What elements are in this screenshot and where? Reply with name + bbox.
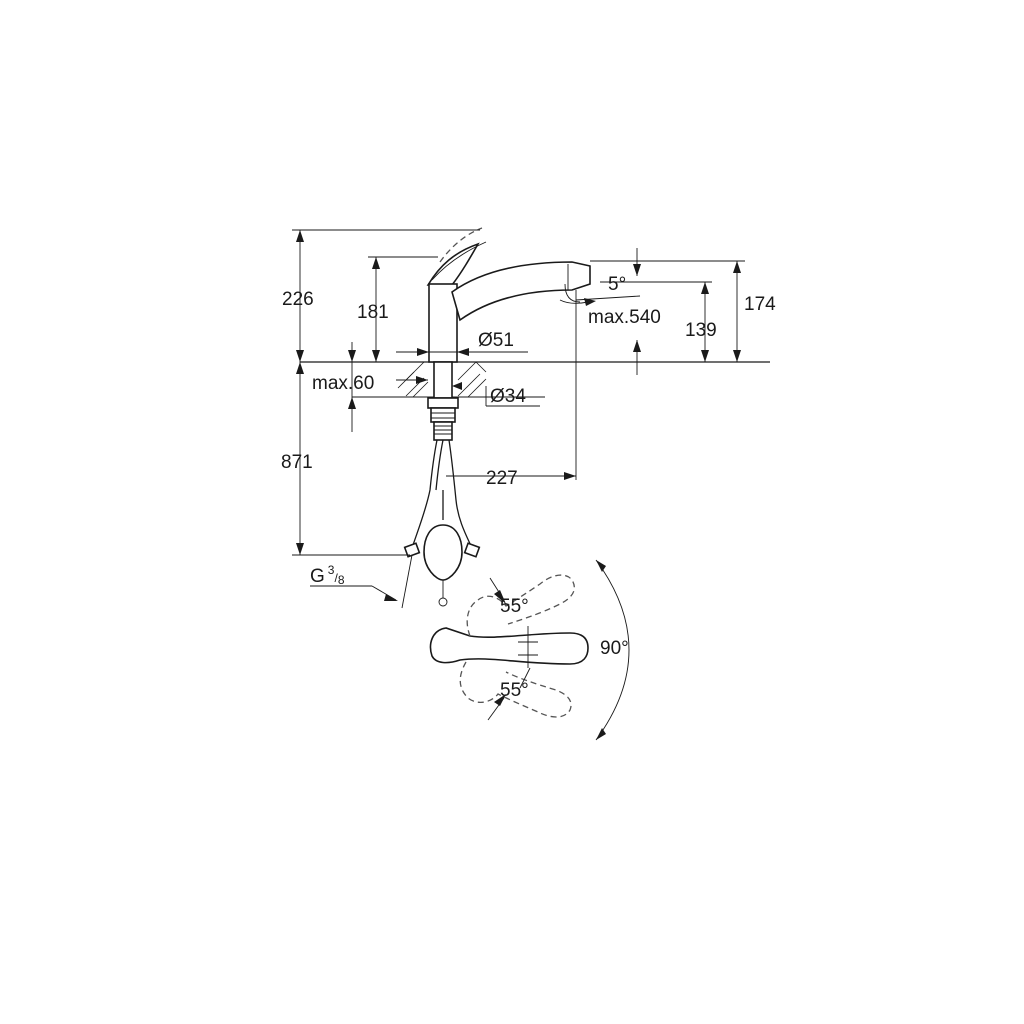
dimension-lines xyxy=(292,229,745,601)
label-hole-diameter: Ø34 xyxy=(490,386,526,407)
label-total-height: 226 xyxy=(282,289,314,310)
dimension-labels: 226 181 174 139 5° max.540 max.60 Ø51 Ø3… xyxy=(281,274,776,701)
label-connection-num: 3 xyxy=(328,563,335,577)
label-spout-reach: 227 xyxy=(486,468,518,489)
label-connection-main: G xyxy=(310,566,325,587)
label-total-rotation: 90° xyxy=(600,638,629,659)
label-lever-upper-angle: 55° xyxy=(500,596,529,617)
label-spout-height-max: 174 xyxy=(744,294,776,315)
label-spout-height: 139 xyxy=(685,320,717,341)
label-deck-thickness: max.60 xyxy=(312,373,374,394)
label-hose-extension: max.540 xyxy=(588,307,661,328)
label-lever-lower-angle: 55° xyxy=(500,680,529,701)
label-hose-length: 871 xyxy=(281,452,313,473)
label-lever-height: 181 xyxy=(357,302,389,323)
label-connection-den: 8 xyxy=(338,573,345,587)
lever-rotation-view xyxy=(429,559,630,741)
faucet-body xyxy=(401,227,591,609)
label-spout-angle: 5° xyxy=(608,274,626,295)
label-base-diameter: Ø51 xyxy=(478,330,514,351)
